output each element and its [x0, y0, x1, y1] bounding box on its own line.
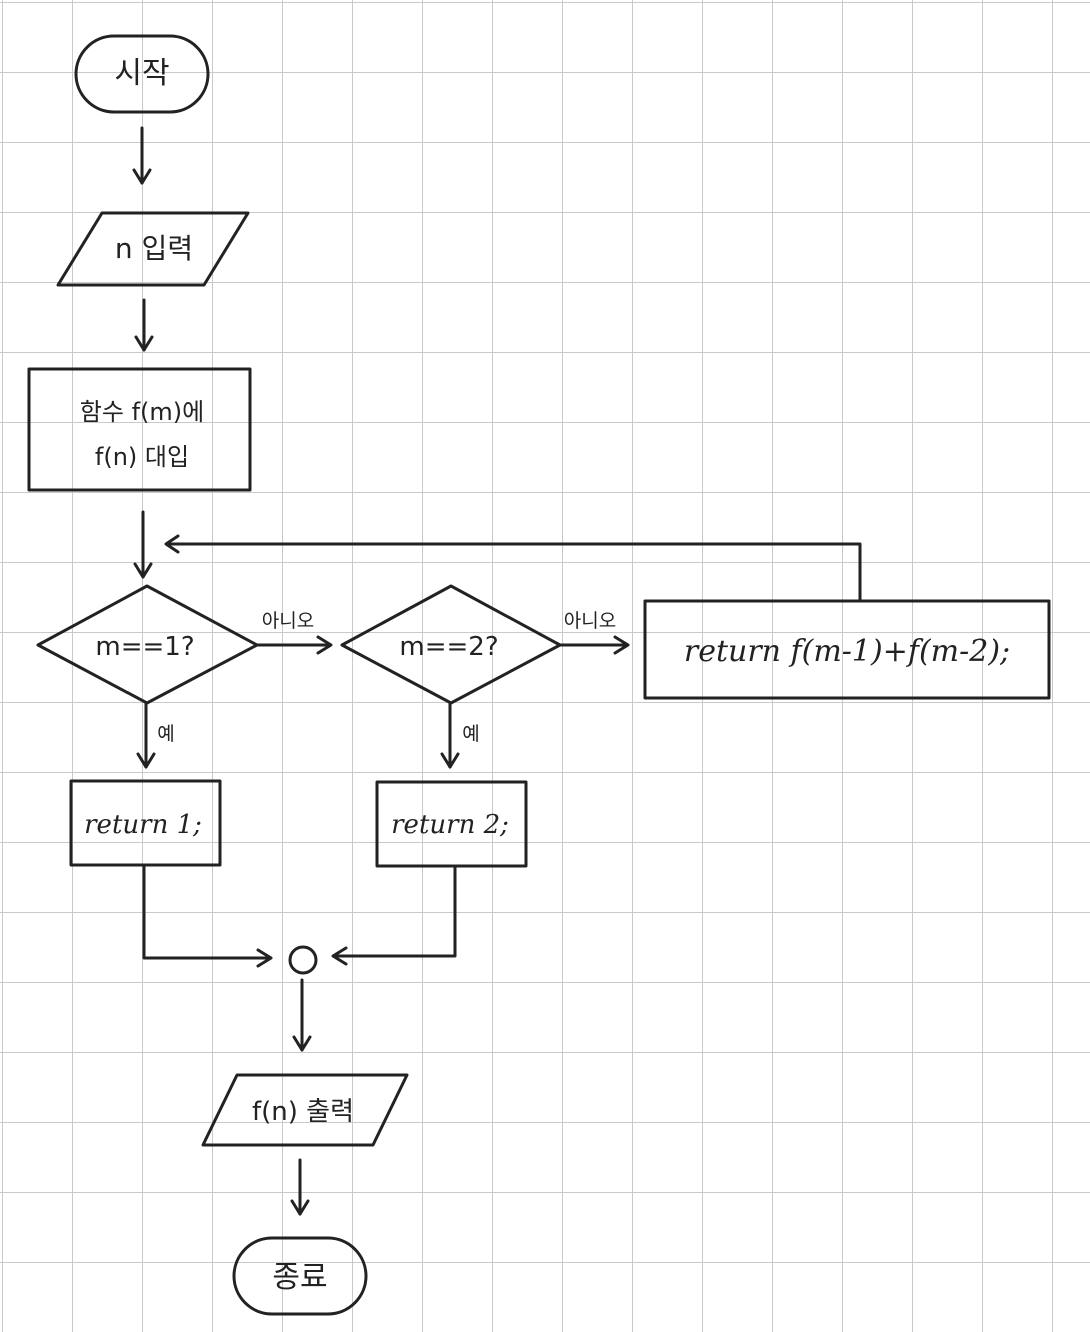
- start-terminator: [74, 34, 210, 114]
- output-parallelogram: [201, 1073, 409, 1147]
- arrowhead-input-to-process: [134, 335, 154, 352]
- arrowhead-decision2-yes: [440, 752, 460, 769]
- recursive-return-box: [643, 599, 1051, 700]
- arrowhead-output-to-end: [290, 1199, 310, 1216]
- start-label: 시작: [114, 56, 169, 91]
- arrowhead-start-to-input: [132, 168, 152, 185]
- decision1-yes-label: 예: [157, 723, 174, 745]
- decision2-no-label: 아니오: [564, 610, 616, 632]
- arrowhead-decision2-no: [613, 635, 630, 655]
- recursive-return-label: return f(m-1)+f(m-2);: [684, 634, 1010, 669]
- decision1-label: m==1?: [95, 632, 194, 662]
- end-terminator: [232, 1236, 368, 1316]
- input-label: n 입력: [115, 232, 193, 265]
- loop-back-arrowhead: [164, 534, 180, 554]
- decision2-label: m==2?: [399, 632, 498, 662]
- arrowhead-return2-to-connector: [331, 946, 348, 966]
- decision2-yes-label: 예: [462, 723, 479, 745]
- arrow-return2-to-connector: [332, 864, 457, 958]
- arrowhead-connector-to-output: [292, 1035, 312, 1052]
- process-label-line1: 함수 f(m)에: [80, 398, 204, 426]
- arrowhead-decision1-no: [316, 635, 333, 655]
- output-label: f(n) 출력: [252, 1097, 354, 1127]
- loop-back-line: [166, 542, 862, 603]
- arrowhead-return1-to-connector: [256, 948, 273, 968]
- arrowhead-decision1-yes: [136, 752, 156, 769]
- arrowhead-process-to-decision1: [133, 562, 153, 579]
- return2-box: [375, 780, 528, 868]
- end-label: 종료: [272, 1260, 327, 1295]
- arrow-return1-to-connector: [142, 863, 272, 960]
- decision1-no-label: 아니오: [262, 610, 314, 632]
- input-parallelogram: [56, 211, 250, 287]
- merge-connector: [288, 945, 318, 975]
- return1-label: return 1;: [84, 810, 202, 840]
- return2-label: return 2;: [391, 810, 509, 840]
- process-label-line2: f(n) 대입: [95, 443, 189, 471]
- process-box: [27, 367, 252, 492]
